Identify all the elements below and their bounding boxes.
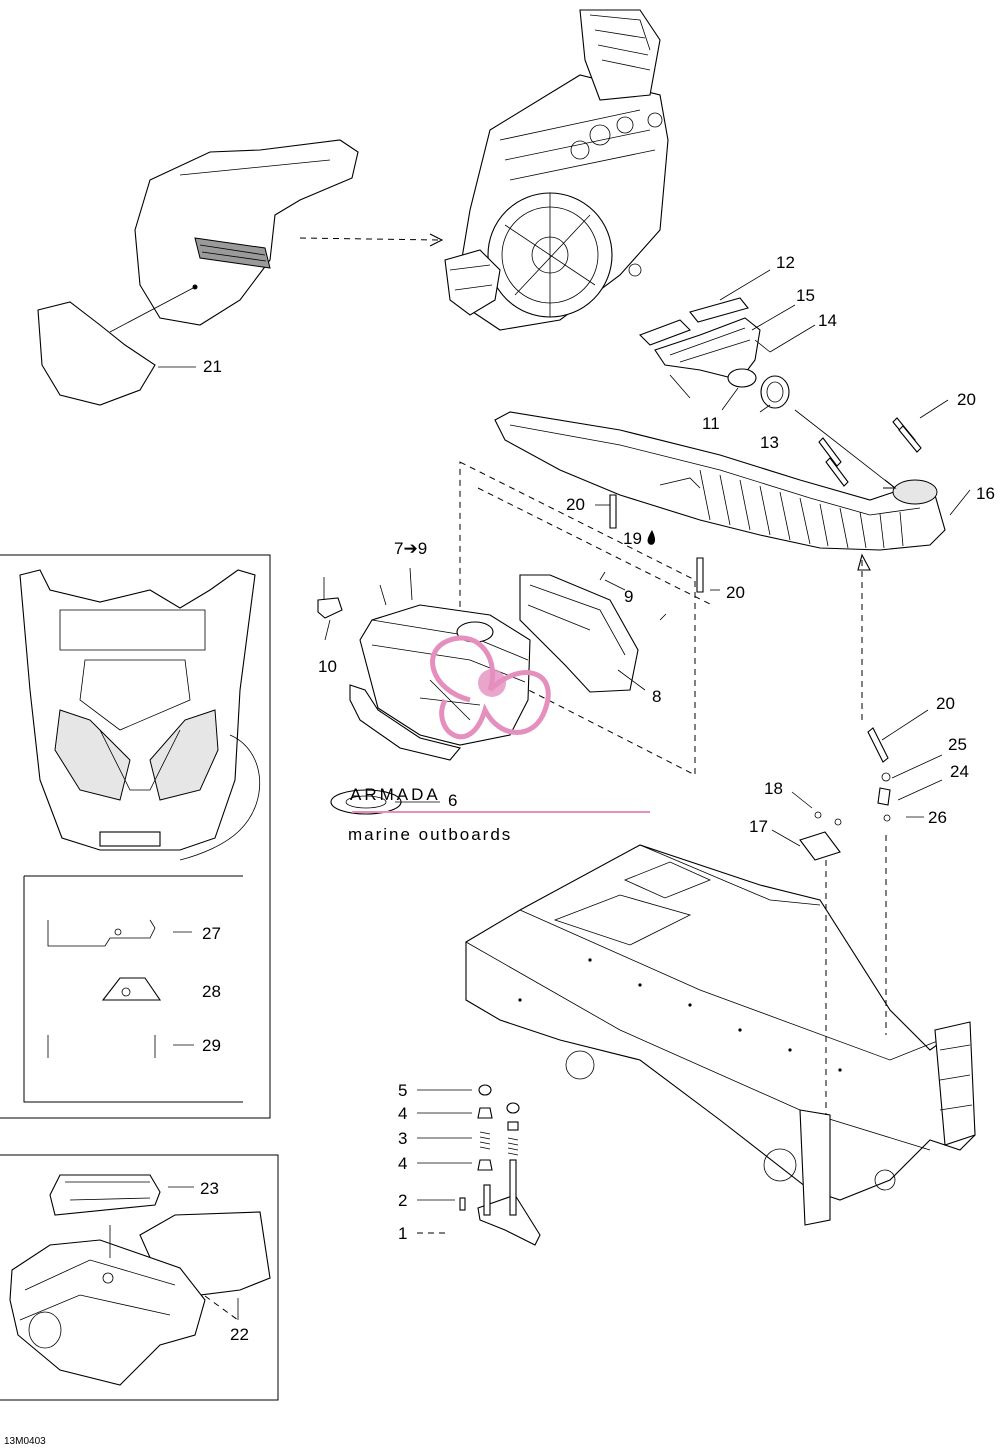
callout-9: 9 [624, 587, 633, 606]
callout-21: 21 [203, 357, 222, 376]
oil-drop-icon [647, 530, 655, 545]
callout-8: 8 [652, 687, 661, 706]
leader-lines [158, 269, 971, 1320]
callout-20-right: 20 [957, 390, 976, 409]
callout-20-left: 20 [566, 495, 585, 514]
engine-assembly [444, 9, 669, 331]
callout-3: 3 [398, 1129, 407, 1148]
callout-16: 16 [976, 484, 995, 503]
callout-27: 27 [202, 924, 221, 943]
callout-23: 23 [200, 1179, 219, 1198]
callout-15: 15 [796, 286, 815, 305]
callout-26: 26 [928, 808, 947, 827]
callout-1: 1 [398, 1224, 407, 1243]
callout-22: 22 [230, 1325, 249, 1344]
callout-24: 24 [950, 762, 969, 781]
watermark-brand: ARMADA [350, 785, 441, 804]
muffler-bracket [799, 772, 891, 861]
muffler [317, 461, 713, 815]
drawing-code: 13M0403 [4, 1436, 46, 1447]
callout-2: 2 [398, 1191, 407, 1210]
callout-6: 6 [448, 791, 457, 810]
callout-20-center: 20 [726, 583, 745, 602]
callout-29: 29 [202, 1036, 221, 1055]
belly-pan [0, 1154, 279, 1401]
callout-labels: 1 2 3 4 4 5 6 7➔9 8 9 10 11 12 13 14 15 … [200, 253, 995, 1344]
watermark-logo [430, 635, 551, 740]
callout-12: 12 [776, 253, 795, 272]
callout-25: 25 [948, 735, 967, 754]
watermark: ARMADA marine outboards [348, 635, 650, 844]
watermark-logo-dot [478, 669, 506, 697]
tuned-pipe [494, 411, 946, 720]
callout-4-lower: 4 [398, 1154, 407, 1173]
chassis-frame [465, 835, 976, 1226]
callout-17: 17 [749, 817, 768, 836]
callout-28: 28 [202, 982, 221, 1001]
callout-4-upper: 4 [398, 1104, 407, 1123]
callout-5: 5 [398, 1081, 407, 1100]
hood-panel [0, 554, 271, 1119]
watermark-subtitle: marine outboards [348, 825, 512, 844]
callout-20-lower: 20 [936, 694, 955, 713]
engine-mount-stack [459, 1084, 541, 1246]
callout-18: 18 [764, 779, 783, 798]
intake-adapter [639, 297, 790, 409]
callout-10: 10 [318, 657, 337, 676]
callout-7-9: 7➔9 [394, 539, 427, 558]
callout-11: 11 [702, 414, 720, 433]
callout-19: 19 [623, 529, 642, 548]
callout-13: 13 [760, 433, 779, 452]
belt-guard [37, 139, 444, 406]
exhaust-springs [609, 409, 922, 763]
callout-14: 14 [818, 311, 837, 330]
